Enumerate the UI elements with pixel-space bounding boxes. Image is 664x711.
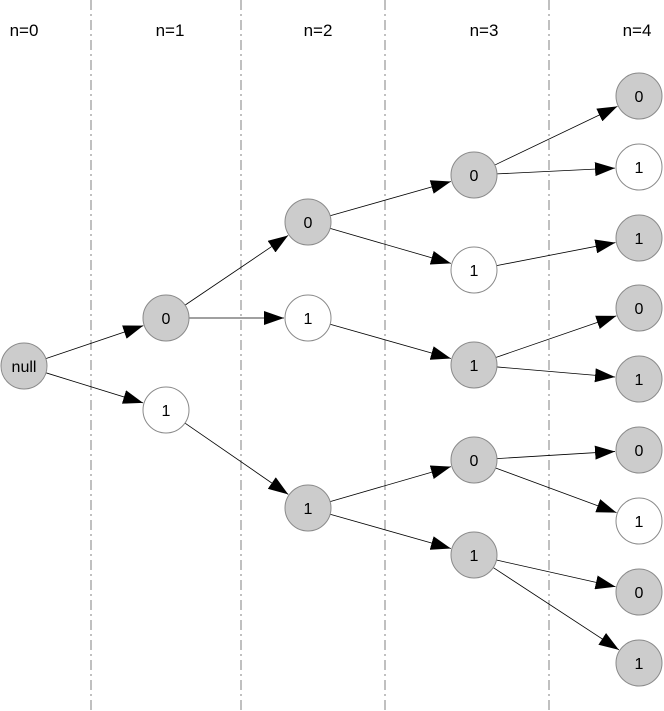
node-label: 1 [304, 501, 313, 518]
tree-node: 1 [615, 214, 663, 262]
tree-node: 1 [284, 484, 332, 532]
tree-node: null [0, 342, 48, 390]
tree-node: 0 [450, 151, 498, 199]
tree-node: 0 [615, 72, 663, 120]
edge-arrow-b11-c111 [330, 513, 452, 550]
column-label-n4: n=4 [623, 21, 652, 40]
tree-node: 0 [615, 426, 663, 474]
shaded-node-circle [615, 355, 663, 403]
edge-arrow-c000-d0001 [496, 162, 616, 177]
tree-node: 1 [615, 497, 663, 545]
edge-arrow-c111-d1110 [496, 559, 616, 590]
column-label-n2: n=2 [304, 21, 333, 40]
column-label-n0: n=0 [10, 21, 39, 40]
column-headers: n=0 n=1 n=2 n=3 n=4 [10, 21, 652, 40]
edge-arrow-root-a1 [45, 372, 144, 404]
edge-arrow-c000-d0000 [494, 106, 618, 166]
node-label: 0 [470, 168, 479, 185]
shaded-node-circle [142, 294, 190, 342]
node-label: 1 [635, 372, 644, 389]
column-label-n3: n=3 [470, 21, 499, 40]
tree-node: 0 [615, 284, 663, 332]
shaded-node-circle [450, 151, 498, 199]
node-label: 1 [470, 358, 479, 375]
shaded-node-circle [615, 214, 663, 262]
edge-arrow-c110-d1100 [496, 445, 616, 460]
tree-node: 0 [615, 568, 663, 616]
plain-node-circle [615, 497, 663, 545]
shaded-node-circle [284, 484, 332, 532]
shaded-node-circle [615, 639, 663, 687]
edge-arrow-b11-c110 [329, 465, 452, 502]
edge-arrow-b00-c001 [329, 228, 452, 265]
node-label: 0 [635, 89, 644, 106]
shaded-node-circle [615, 72, 663, 120]
node-label: 0 [470, 453, 479, 470]
edge-arrow-b01-c011 [330, 323, 452, 360]
plain-node-circle [615, 143, 663, 191]
shaded-node-circle [450, 341, 498, 389]
edge-arrow-b00-c000 [330, 180, 452, 217]
tree-node: 1 [450, 531, 498, 579]
node-label: 1 [470, 263, 479, 280]
node-label: 1 [304, 311, 313, 328]
tree-node: 0 [284, 198, 332, 246]
shaded-node-circle [615, 426, 663, 474]
plain-node-circle [450, 246, 498, 294]
edge-arrow-c011-d0110 [495, 315, 617, 358]
edge-arrow-root-a0 [45, 325, 144, 360]
tree-node: 1 [450, 246, 498, 294]
node-label: 0 [304, 215, 313, 232]
tree-edges [45, 106, 620, 651]
tree-node: 1 [615, 355, 663, 403]
node-label: 1 [635, 160, 644, 177]
node-label: 1 [635, 656, 644, 673]
column-dividers [90, 0, 550, 711]
shaded-node-circle [615, 568, 663, 616]
node-label: 1 [470, 548, 479, 565]
shaded-node-circle [615, 284, 663, 332]
node-label: 1 [162, 403, 171, 420]
shaded-node-circle [450, 436, 498, 484]
plain-node-circle [284, 294, 332, 342]
node-label: 1 [635, 514, 644, 531]
tree-node: 1 [142, 386, 190, 434]
shaded-node-circle [0, 342, 48, 390]
tree-node: 1 [284, 294, 332, 342]
plain-node-circle [142, 386, 190, 434]
edge-arrow-c011-d0111 [496, 366, 616, 383]
tree-node: 0 [142, 294, 190, 342]
tree-nodes: null 0 1 0 1 1 0 1 1 0 1 0 1 1 0 1 0 1 0 1 [0, 72, 663, 687]
edge-arrow-a0-b00 [184, 235, 289, 306]
node-label: 1 [635, 231, 644, 248]
column-label-n1: n=1 [156, 21, 185, 40]
edge-arrow-a1-b11 [184, 422, 289, 495]
node-label: 0 [635, 301, 644, 318]
shaded-node-circle [450, 531, 498, 579]
tree-node: 1 [450, 341, 498, 389]
node-label: 0 [162, 311, 171, 328]
tree-node: 1 [615, 143, 663, 191]
edge-arrow-c001-d0011 [496, 239, 616, 267]
tree-node: 1 [615, 639, 663, 687]
edge-arrow-c110-d1101 [495, 467, 617, 514]
node-label: 0 [635, 443, 644, 460]
node-label: 0 [635, 585, 644, 602]
edge-arrow-c111-d1111 [493, 567, 620, 651]
tree-node: 0 [450, 436, 498, 484]
node-label: null [12, 359, 37, 376]
shaded-node-circle [284, 198, 332, 246]
